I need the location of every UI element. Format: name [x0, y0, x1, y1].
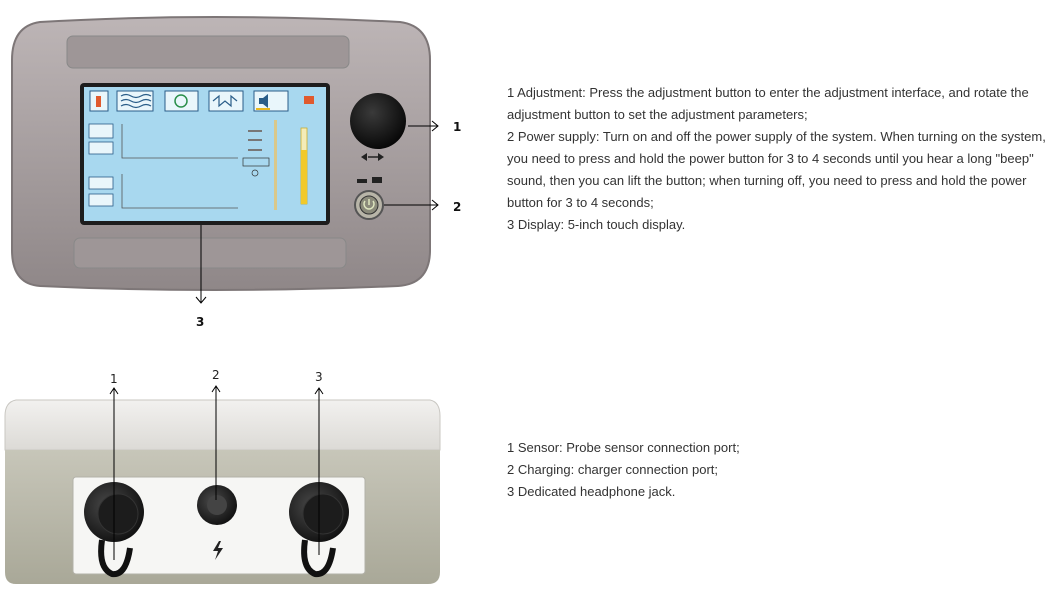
sensor-description: 1 Sensor: Probe sensor connection port; [507, 440, 740, 455]
screen-icon-face [164, 90, 199, 112]
rear-panel-description: 1 Sensor: Probe sensor connection port; … [507, 437, 1047, 503]
callout-rear-2: 2 [212, 368, 220, 382]
callout-rear-1: 1 [110, 372, 118, 386]
rear-top-shell [4, 399, 441, 451]
arrow-glyphs [361, 153, 384, 161]
screen-icon-signal [208, 90, 244, 112]
front-device: 1 2 3 [11, 16, 461, 329]
screen-battery-icon [304, 96, 314, 104]
callout-front-1: 1 [453, 120, 461, 134]
screen-icon-speaker [253, 90, 289, 112]
callout-front-2: 2 [453, 200, 461, 214]
top-vent-strip [66, 35, 350, 69]
display-description: 3 Display: 5-inch touch display. [507, 217, 686, 232]
adjustment-knob[interactable] [350, 93, 406, 149]
screen-icon-waves [116, 90, 154, 112]
adjustment-description: 1 Adjustment: Press the adjustment butto… [507, 85, 1029, 122]
power-supply-description: 2 Power supply: Turn on and off the powe… [507, 129, 1046, 210]
headphone-description: 3 Dedicated headphone jack. [507, 484, 676, 499]
headphone-jack[interactable] [289, 482, 349, 578]
touch-display[interactable] [80, 83, 330, 225]
bottom-vent-strip [73, 237, 347, 269]
lightning-icon [213, 541, 223, 560]
callout-rear-3: 3 [315, 370, 323, 384]
front-panel-description: 1 Adjustment: Press the adjustment butto… [507, 82, 1047, 236]
charging-port[interactable] [197, 485, 237, 560]
callout-front-3: 3 [196, 315, 204, 329]
person-glyphs [357, 177, 382, 183]
charging-description: 2 Charging: charger connection port; [507, 462, 719, 477]
rear-device: 1 2 3 [4, 368, 441, 584]
